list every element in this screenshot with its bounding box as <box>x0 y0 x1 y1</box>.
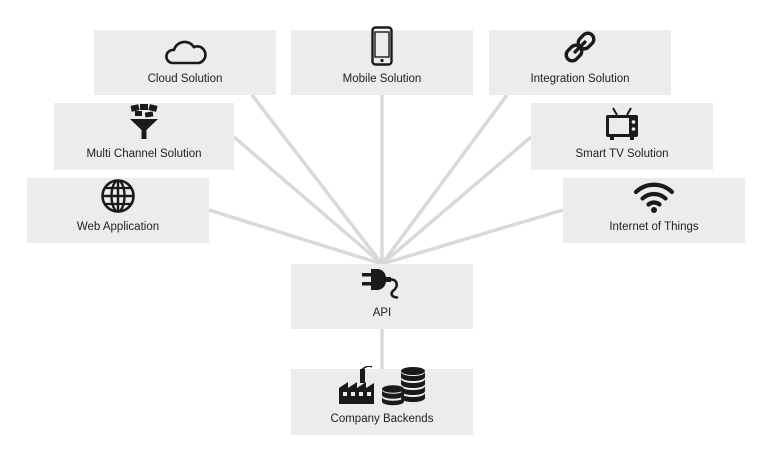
mobile-solution-label: Mobile Solution <box>342 73 422 85</box>
web-application-label: Web Application <box>76 221 160 233</box>
integration-solution-box: Integration Solution <box>489 30 671 95</box>
factory-and-coins-icon <box>337 366 427 406</box>
internet-of-things-label: Internet of Things <box>609 221 699 233</box>
cloud-icon <box>161 38 209 66</box>
plug-icon <box>360 266 404 300</box>
connector-cloud-api <box>250 93 384 266</box>
company-backends-label: Company Backends <box>330 413 434 425</box>
connector-iot-api <box>381 208 564 266</box>
chain-link-icon <box>561 28 599 66</box>
mobile-solution-box: Mobile Solution <box>291 26 473 95</box>
internet-of-things-box: Internet of Things <box>563 178 745 243</box>
funnel-icon <box>127 103 161 141</box>
cloud-solution-box: Cloud Solution <box>94 30 276 95</box>
multi-channel-solution-box: Multi Channel Solution <box>54 103 234 170</box>
api-label: API <box>372 307 392 319</box>
smart-tv-solution-box: Smart TV Solution <box>531 103 713 170</box>
globe-icon <box>100 178 136 214</box>
integration-solution-label: Integration Solution <box>530 73 630 85</box>
connector-multichannel-api <box>232 135 384 266</box>
api-box: API <box>291 264 473 329</box>
company-backends-box: Company Backends <box>291 366 473 435</box>
television-icon <box>604 107 640 141</box>
connector-web-api <box>208 208 383 266</box>
connector-smarttv-api <box>380 135 533 266</box>
wifi-icon <box>633 180 675 214</box>
multi-channel-solution-label: Multi Channel Solution <box>86 148 202 160</box>
connector-integration-api <box>380 93 509 266</box>
smartphone-icon <box>370 26 394 66</box>
smart-tv-solution-label: Smart TV Solution <box>575 148 669 160</box>
web-application-box: Web Application <box>27 178 209 243</box>
cloud-solution-label: Cloud Solution <box>147 73 223 85</box>
